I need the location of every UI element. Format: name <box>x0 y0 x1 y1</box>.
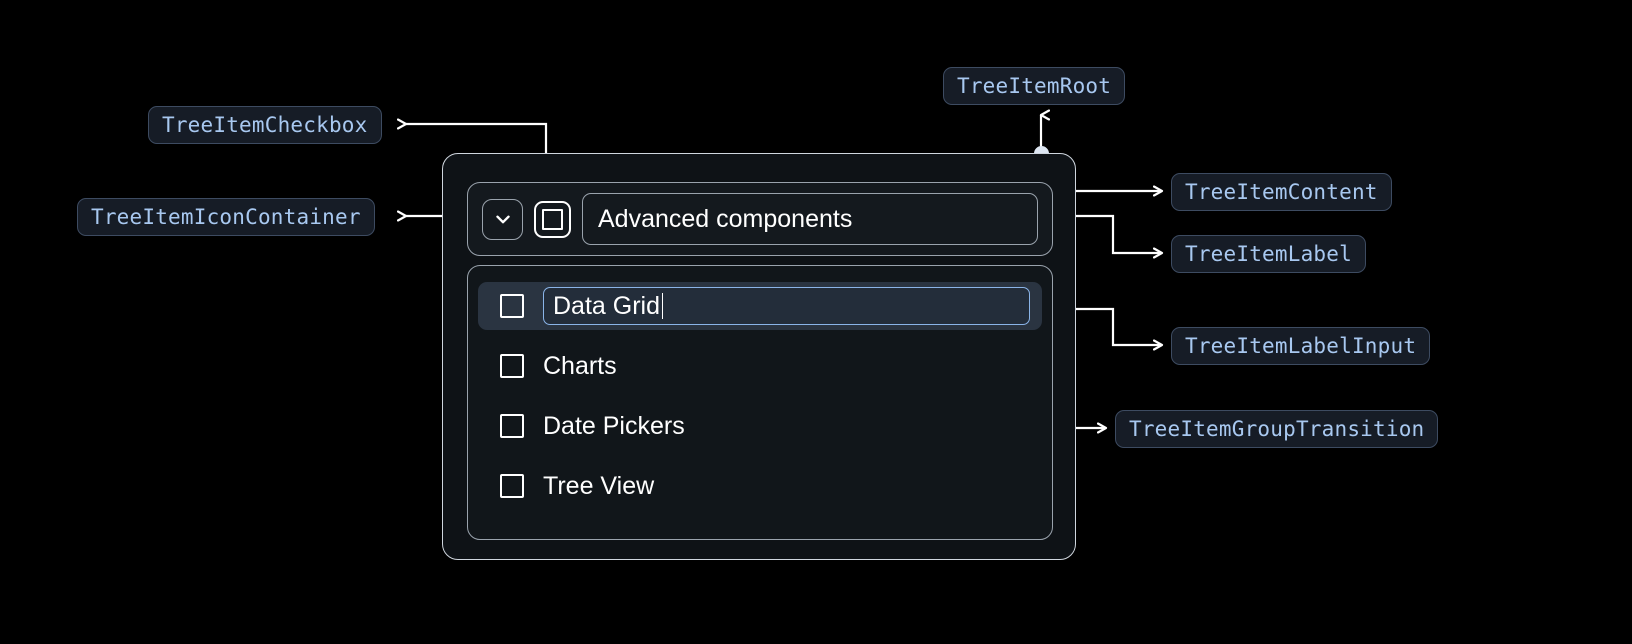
tree-item-checkbox[interactable] <box>500 294 524 318</box>
badge-tree-item-root: TreeItemRoot <box>943 67 1126 105</box>
tree-item-checkbox[interactable] <box>500 354 524 378</box>
tree-item-content[interactable]: Advanced components <box>467 182 1053 256</box>
checkbox-box-icon <box>542 208 563 230</box>
chevron-down-icon <box>495 215 510 224</box>
tree-item-label-text: Advanced components <box>598 204 853 233</box>
tree-item-root[interactable]: Advanced components Data Grid Charts Dat… <box>442 153 1076 560</box>
tree-item-group-transition: Data Grid Charts Date Pickers Tree View <box>467 265 1053 540</box>
badge-label: TreeItemContent <box>1185 180 1378 204</box>
badge-tree-item-group-transition: TreeItemGroupTransition <box>1115 410 1439 448</box>
tree-item-label: Tree View <box>543 471 655 500</box>
tree-item-checkbox[interactable] <box>534 200 571 238</box>
badge-tree-item-content: TreeItemContent <box>1171 173 1392 211</box>
tree-item-label: Date Pickers <box>543 411 685 440</box>
tree-item-row-data-grid[interactable]: Data Grid <box>478 282 1042 330</box>
tree-item-icon-container[interactable] <box>482 198 523 240</box>
tree-item-row-date-pickers[interactable]: Date Pickers <box>478 402 1042 450</box>
tree-item-checkbox[interactable] <box>500 414 524 438</box>
badge-tree-item-icon-container: TreeItemIconContainer <box>77 198 375 236</box>
badge-tree-item-label: TreeItemLabel <box>1171 235 1366 273</box>
badge-tree-item-label-input: TreeItemLabelInput <box>1171 327 1431 365</box>
tree-item-checkbox[interactable] <box>500 474 524 498</box>
badge-label: TreeItemLabelInput <box>1185 334 1417 358</box>
tree-item-label: Charts <box>543 351 617 380</box>
badge-tree-item-checkbox: TreeItemCheckbox <box>148 106 382 144</box>
badge-label: TreeItemRoot <box>957 74 1112 98</box>
badge-label: TreeItemLabel <box>1185 242 1352 266</box>
tree-item-row-charts[interactable]: Charts <box>478 342 1042 390</box>
badge-label: TreeItemCheckbox <box>162 113 368 137</box>
badge-label: TreeItemGroupTransition <box>1129 417 1425 441</box>
badge-label: TreeItemIconContainer <box>91 205 361 229</box>
tree-item-label-input[interactable]: Data Grid <box>543 287 1030 325</box>
text-cursor <box>661 293 664 319</box>
tree-item-label[interactable]: Advanced components <box>582 193 1038 245</box>
tree-item-label-input-value: Data Grid <box>553 291 660 320</box>
tree-item-row-tree-view[interactable]: Tree View <box>478 462 1042 510</box>
